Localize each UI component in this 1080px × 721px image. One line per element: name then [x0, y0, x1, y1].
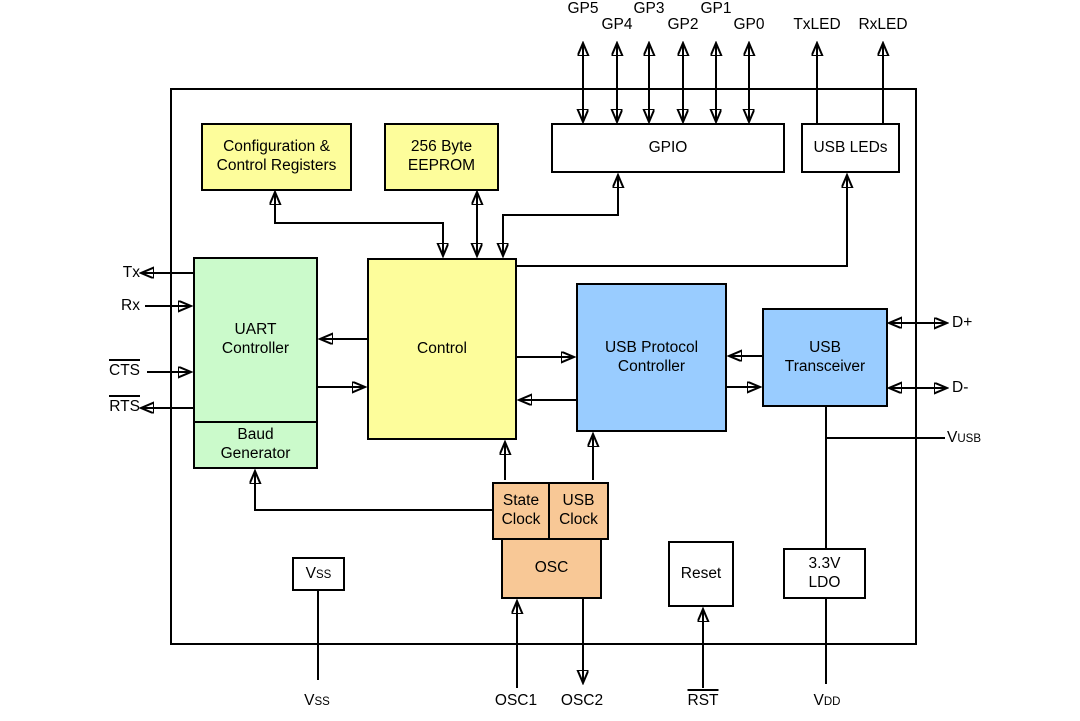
pin-label-gp5: GP5: [567, 0, 599, 17]
pin-label-osc1: OSC1: [494, 692, 538, 709]
block-label: USB LEDs: [813, 138, 888, 156]
pin-label-d-minus: D-: [952, 379, 969, 396]
block-label: UART Controller: [221, 321, 290, 357]
pin-label-gp4: GP4: [601, 16, 633, 33]
pin-label-rxled: RxLED: [858, 16, 908, 33]
pin-label-gp1: GP1: [700, 0, 732, 17]
baud-generator-section: Baud Generator: [195, 421, 316, 467]
chip-boundary: [170, 88, 917, 645]
block-label: USB Protocol Controller: [604, 338, 699, 375]
block-label: Reset: [680, 564, 722, 582]
block-usb-clock: USB Clock: [548, 482, 609, 540]
pin-label-vusb: VUSB: [947, 429, 981, 446]
pin-label-txled: TxLED: [793, 16, 841, 33]
block-label: 256 Byte EEPROM: [407, 138, 476, 174]
block-usb-protocol-controller: USB Protocol Controller: [576, 283, 727, 432]
pin-label-osc2: OSC2: [560, 692, 604, 709]
pin-label-cts: CTS: [95, 359, 140, 379]
block-label: USB Transceiver: [784, 338, 866, 375]
uart-controller-section: UART Controller: [195, 259, 316, 421]
wire-gpio-control: [503, 176, 618, 255]
block-label: VSS: [305, 564, 332, 582]
block-osc: OSC: [501, 538, 602, 599]
block-usb-leds: USB LEDs: [801, 123, 900, 173]
block-label: OSC: [534, 559, 569, 577]
pin-label-gp3: GP3: [633, 0, 665, 17]
block-label: 3.3V LDO: [808, 554, 841, 591]
block-eeprom: 256 Byte EEPROM: [384, 123, 499, 191]
pin-label-vdd: VDD: [813, 692, 841, 709]
pin-label-gp0: GP0: [733, 16, 765, 33]
block-label: USB Clock: [559, 492, 598, 528]
pin-label-tx: Tx: [122, 264, 140, 281]
pin-label-gp2: GP2: [667, 16, 699, 33]
pin-label-vss: VSS: [304, 692, 330, 709]
block-ldo: 3.3V LDO: [783, 548, 866, 599]
block-usb-transceiver: USB Transceiver: [762, 308, 888, 407]
pin-label-rts: RTS: [95, 395, 140, 415]
wire-stateclock-baud: [255, 472, 492, 511]
block-uart-controller: UART Controller Baud Generator: [193, 257, 318, 469]
wire-config-control: [275, 193, 443, 255]
block-vss: VSS: [292, 557, 345, 591]
pin-label-d-plus: D+: [952, 314, 973, 331]
block-label: Baud Generator: [220, 426, 291, 462]
block-reset: Reset: [668, 541, 734, 607]
pin-label-rx: Rx: [121, 297, 140, 314]
block-control: Control: [367, 258, 517, 440]
block-label: GPIO: [648, 138, 688, 156]
wire-control-usbleds: [517, 176, 847, 267]
block-label: Configuration & Control Registers: [216, 138, 337, 174]
block-label: State Clock: [501, 492, 541, 528]
block-gpio: GPIO: [551, 123, 785, 173]
pin-label-rst: RST: [687, 689, 719, 709]
block-label: Control: [417, 339, 467, 357]
